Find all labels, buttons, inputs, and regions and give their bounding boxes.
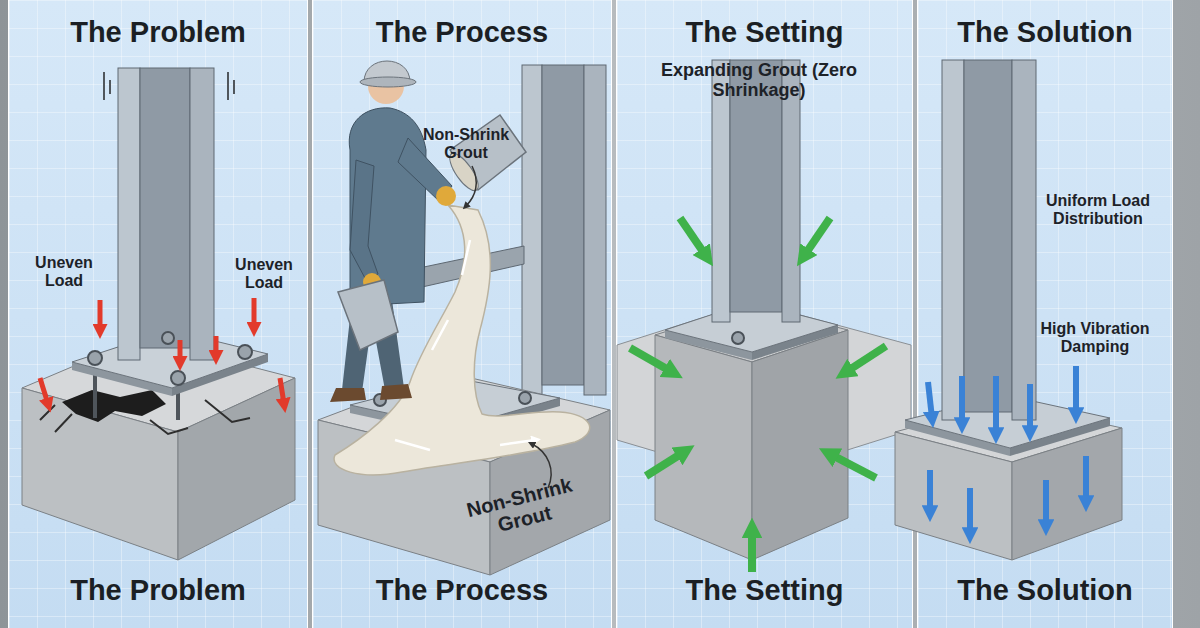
callout-label: High Vibration Damping <box>1036 320 1154 356</box>
panel-heading: The Solution <box>918 572 1172 608</box>
callout-label: Uneven Load <box>18 254 110 290</box>
panel: The ProblemThe Problem <box>8 0 308 628</box>
panel-heading: The Problem <box>9 572 307 608</box>
panel-heading: The Process <box>313 14 611 50</box>
callout-label: Expanding Grout (Zero Shrinkage) <box>656 60 862 100</box>
panel-heading: The Problem <box>9 14 307 50</box>
panel-heading: The Setting <box>617 572 912 608</box>
callout-label: Uneven Load <box>222 256 306 292</box>
panel-heading: The Solution <box>918 14 1172 50</box>
panel: The SolutionThe Solution <box>917 0 1173 628</box>
panel-heading: The Process <box>313 572 611 608</box>
panel: The ProcessThe Process <box>312 0 612 628</box>
callout-label: Uniform Load Distribution <box>1030 192 1166 228</box>
callout-label: Non-Shrink Grout <box>414 126 518 162</box>
panel-heading: The Setting <box>617 14 912 50</box>
